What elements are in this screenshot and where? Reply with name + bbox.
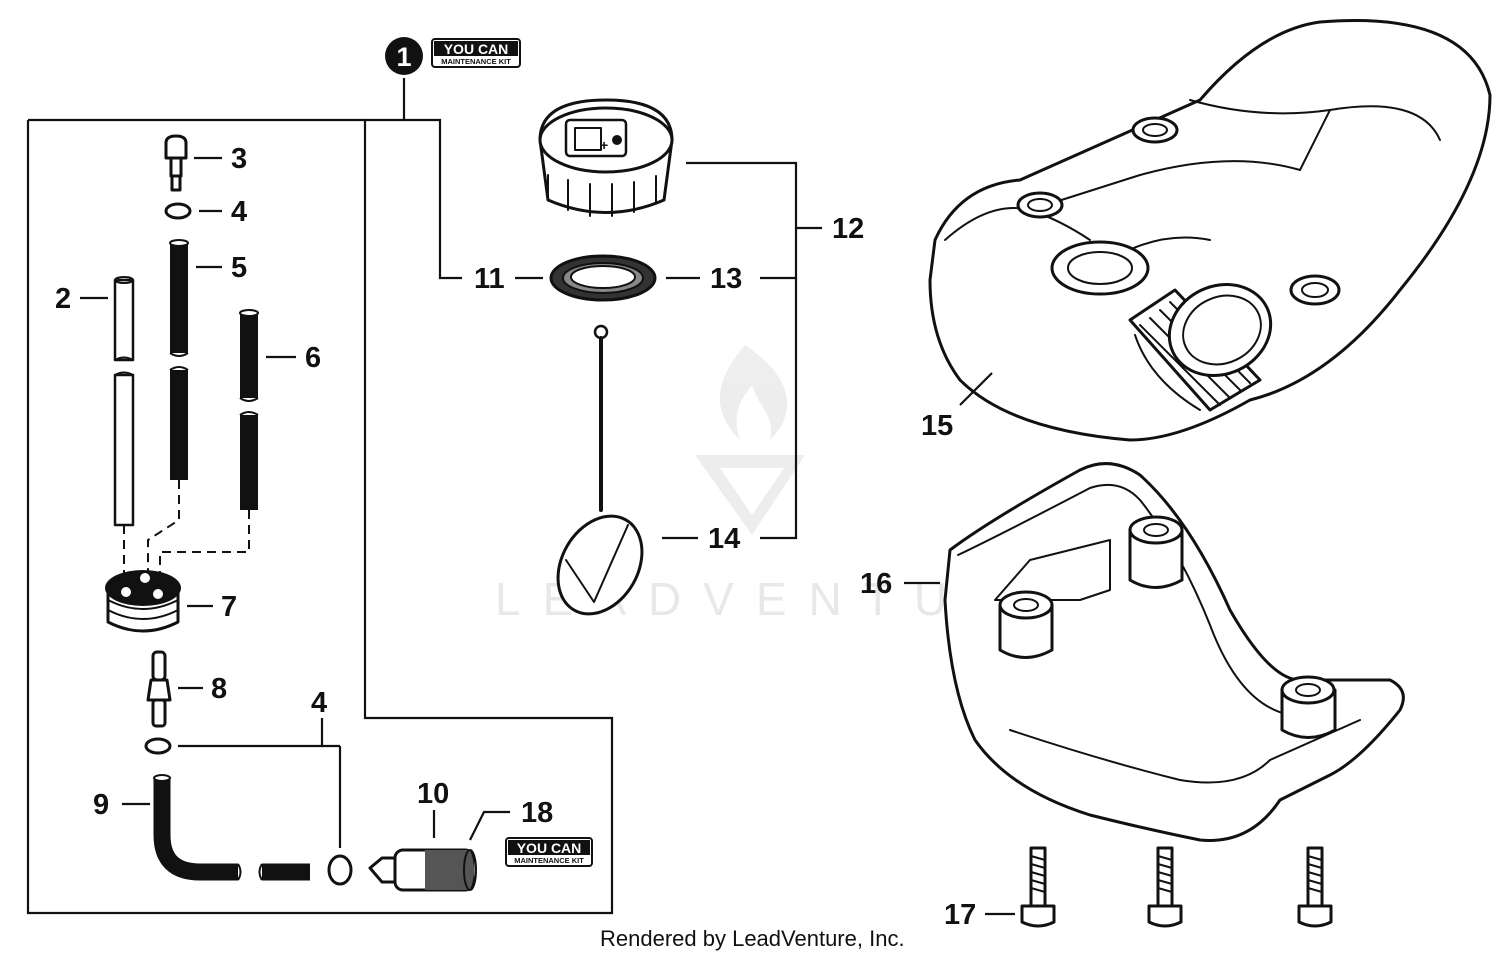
part-2-clear-tube[interactable] [113, 276, 135, 527]
callout-6[interactable]: 6 [305, 342, 321, 374]
part-7-grommet[interactable] [105, 570, 181, 633]
callout-10[interactable]: 10 [417, 778, 449, 810]
callout-5[interactable]: 5 [231, 252, 247, 284]
part-15-fuel-tank[interactable] [928, 19, 1492, 442]
callout-8[interactable]: 8 [211, 673, 227, 705]
svg-text:1: 1 [396, 42, 411, 72]
fuel-icon: + [600, 137, 608, 153]
kit-frame [26, 78, 614, 915]
maintenance-kit-badge-2: YOU CAN MAINTENANCE KIT [505, 837, 593, 867]
callout-1[interactable]: 1 [385, 37, 423, 75]
callout-11[interactable]: 11 [474, 263, 505, 295]
part-4-o-ring-lower[interactable] [144, 737, 172, 755]
watermark-flame-icon [719, 345, 788, 440]
part-8-barb-fitting[interactable] [146, 650, 172, 728]
assembly-dashed-lines [123, 480, 250, 575]
badge-2-bottom-text: MAINTENANCE KIT [514, 856, 584, 865]
callout-4-top[interactable]: 4 [231, 196, 247, 228]
callout-15[interactable]: 15 [921, 410, 953, 442]
maintenance-kit-badge: YOU CAN MAINTENANCE KIT [431, 38, 521, 68]
callout-9[interactable]: 9 [93, 789, 109, 821]
callout-12[interactable]: 12 [832, 213, 864, 245]
part-14-retainer[interactable] [541, 324, 659, 629]
badge-2-top-text: YOU CAN [517, 840, 582, 856]
badge-top-text: YOU CAN [444, 41, 509, 57]
part-13-gasket[interactable] [549, 254, 657, 302]
part-5-fuel-line[interactable] [169, 239, 189, 480]
part-4-o-ring-filter[interactable] [327, 854, 353, 886]
part-12-fuel-cap[interactable]: + [538, 98, 674, 217]
callout-2[interactable]: 2 [55, 283, 71, 315]
callout-14[interactable]: 14 [708, 523, 740, 555]
callout-7[interactable]: 7 [221, 591, 237, 623]
badge-bottom-text: MAINTENANCE KIT [441, 57, 511, 66]
screw-2[interactable] [1147, 846, 1183, 928]
part-16-tank-mount[interactable] [943, 462, 1405, 842]
callout-13[interactable]: 13 [710, 263, 742, 295]
callout-17[interactable]: 17 [944, 899, 976, 931]
callout-3[interactable]: 3 [231, 143, 247, 175]
part-17-screws[interactable] [1020, 846, 1333, 928]
credit-text: Rendered by LeadVenture, Inc. [600, 926, 905, 951]
callout-18[interactable]: 18 [521, 797, 553, 829]
screw-3[interactable] [1297, 846, 1333, 928]
callout-4-bottom[interactable]: 4 [311, 687, 327, 719]
screw-1[interactable] [1020, 846, 1056, 928]
part-9-fuel-hose[interactable] [153, 774, 310, 881]
part-4-o-ring[interactable] [164, 202, 192, 220]
part-10-fuel-filter[interactable] [368, 848, 477, 892]
callout-16[interactable]: 16 [860, 568, 892, 600]
part-3-fitting[interactable] [164, 134, 188, 192]
watermark-v-icon [695, 455, 805, 535]
part-6-fuel-line[interactable] [239, 309, 259, 510]
